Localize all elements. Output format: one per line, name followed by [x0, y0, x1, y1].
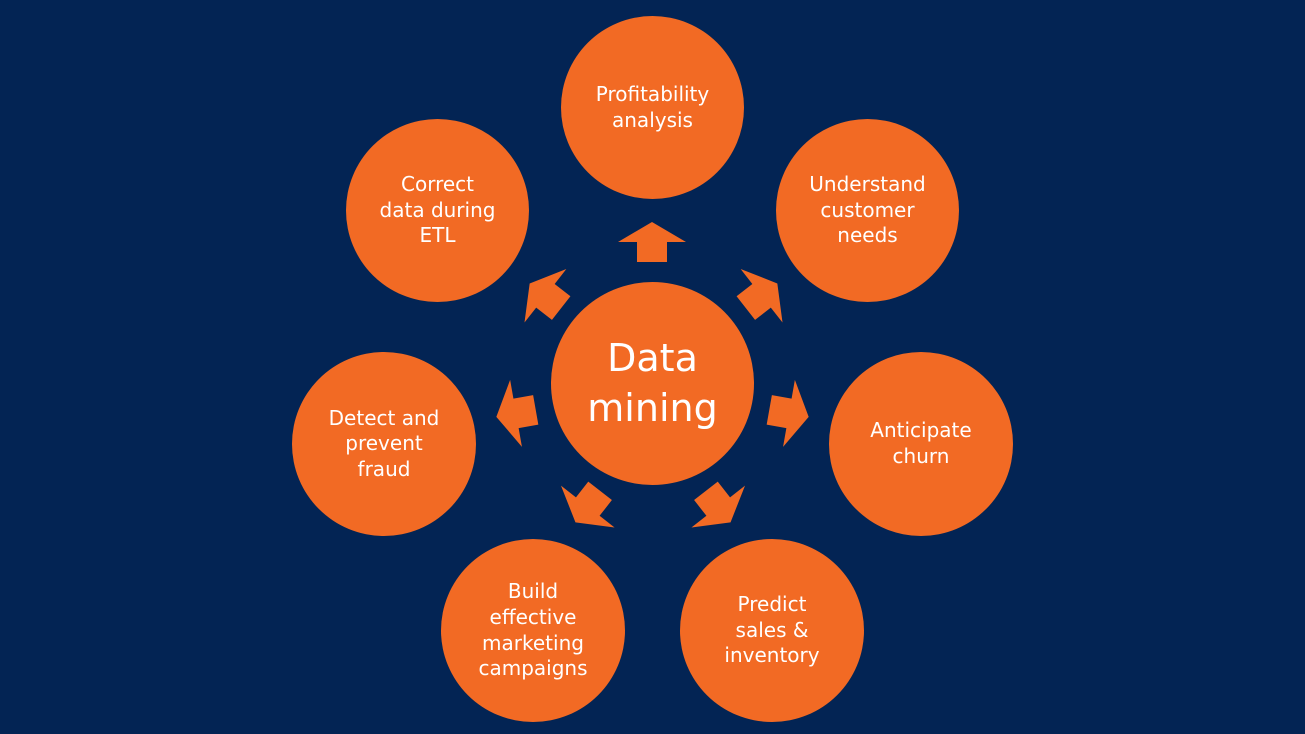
- arrow-to-predict: [691, 481, 746, 528]
- arrow-to-profitability: [618, 222, 686, 262]
- arrow-to-correct: [524, 268, 571, 323]
- hub-label: Data mining: [587, 336, 718, 430]
- arrow-to-churn: [766, 379, 809, 447]
- node-predict-sales: Predict sales & inventory: [680, 539, 864, 722]
- node-profitability-label: Profitability analysis: [595, 81, 710, 132]
- arrow-to-marketing: [560, 481, 615, 528]
- arrow-to-fraud: [496, 379, 539, 447]
- node-detect-fraud: Detect and prevent fraud: [292, 352, 476, 536]
- hub-data-mining: Data mining: [551, 282, 754, 485]
- arrow-to-understand: [736, 268, 783, 323]
- node-fraud-label: Detect and prevent fraud: [328, 405, 440, 481]
- node-correct-label: Correct data during ETL: [379, 172, 496, 248]
- node-anticipate-churn: Anticipate churn: [829, 352, 1013, 536]
- node-predict-label: Predict sales & inventory: [724, 592, 820, 668]
- node-correct-data-etl: Correct data during ETL: [346, 119, 529, 302]
- node-understand-customer-needs: Understand customer needs: [776, 119, 959, 302]
- node-marketing-label: Build effective marketing campaigns: [478, 579, 588, 681]
- node-profitability: Profitability analysis: [561, 16, 744, 199]
- node-understand-label: Understand customer needs: [809, 172, 926, 248]
- node-churn-label: Anticipate churn: [870, 418, 972, 468]
- node-marketing-campaigns: Build effective marketing campaigns: [441, 539, 625, 722]
